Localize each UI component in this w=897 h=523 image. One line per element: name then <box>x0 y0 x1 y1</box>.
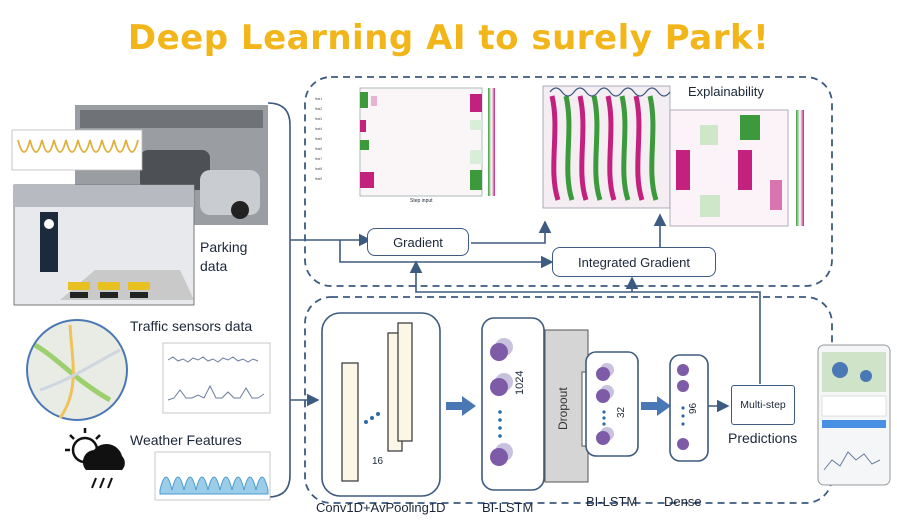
explainability-region <box>304 76 833 287</box>
parking-data-label: Parking data <box>200 239 248 274</box>
bilstm2-layer-label: BI-LSTM <box>586 494 638 509</box>
bilstm1-units-label: 1024 <box>514 370 526 395</box>
small-heatmap: feat1 feat2 feat3 feat4 feat5 feat6 feat7 fea… <box>315 87 495 197</box>
gradient-box: Gradient <box>367 228 469 256</box>
conv-filters-label: 16 <box>372 456 384 467</box>
conv-block <box>321 312 441 497</box>
page-title: Deep Learning AI to surely Park! <box>127 18 770 58</box>
explainability-label: Explainability <box>688 84 764 99</box>
svg-text:feat4: feat4 <box>315 127 322 131</box>
bilstm2-nodes <box>596 363 614 445</box>
svg-text:feat8: feat8 <box>315 167 322 171</box>
weather-cloud-sun-rain-icon <box>65 428 125 489</box>
svg-text:feat1: feat1 <box>315 97 322 101</box>
wave-heatmap <box>542 85 671 209</box>
small-heatmap-xlabel: Step input <box>410 198 433 204</box>
predictions-label: Predictions <box>728 430 798 446</box>
conv-layer-label: Conv1D+AvPooling1D <box>316 500 446 515</box>
dense-nodes <box>677 364 689 450</box>
integrated-gradient-box: Integrated Gradient <box>552 247 716 277</box>
traffic-series-chart <box>162 342 271 414</box>
svg-text:feat3: feat3 <box>315 117 322 121</box>
phone-app-icon <box>817 344 891 486</box>
svg-text:feat5: feat5 <box>315 137 322 141</box>
dense-units-label: 96 <box>688 402 699 414</box>
traffic-sensors-label: Traffic sensors data <box>130 318 253 334</box>
map-icon <box>26 319 128 421</box>
dropout-label: Dropout <box>556 387 570 430</box>
svg-text:feat6: feat6 <box>315 147 322 151</box>
weather-series-chart <box>154 451 271 501</box>
bilstm1-layer-label: BI-LSTM <box>482 500 534 515</box>
weather-features-label: Weather Features <box>130 432 242 448</box>
svg-text:feat2: feat2 <box>315 107 322 111</box>
multistep-box: Multi-step <box>731 385 795 425</box>
bilstm2-units-label: 32 <box>616 406 627 418</box>
svg-text:feat7: feat7 <box>315 157 322 161</box>
large-heatmap <box>669 109 804 227</box>
parking-photo-front <box>13 184 195 306</box>
svg-text:feat9: feat9 <box>315 177 322 181</box>
dense-layer-label: Dense <box>664 494 702 509</box>
parking-timeseries <box>11 129 143 171</box>
bilstm1-block <box>481 317 545 491</box>
bilstm1-nodes <box>490 338 513 466</box>
